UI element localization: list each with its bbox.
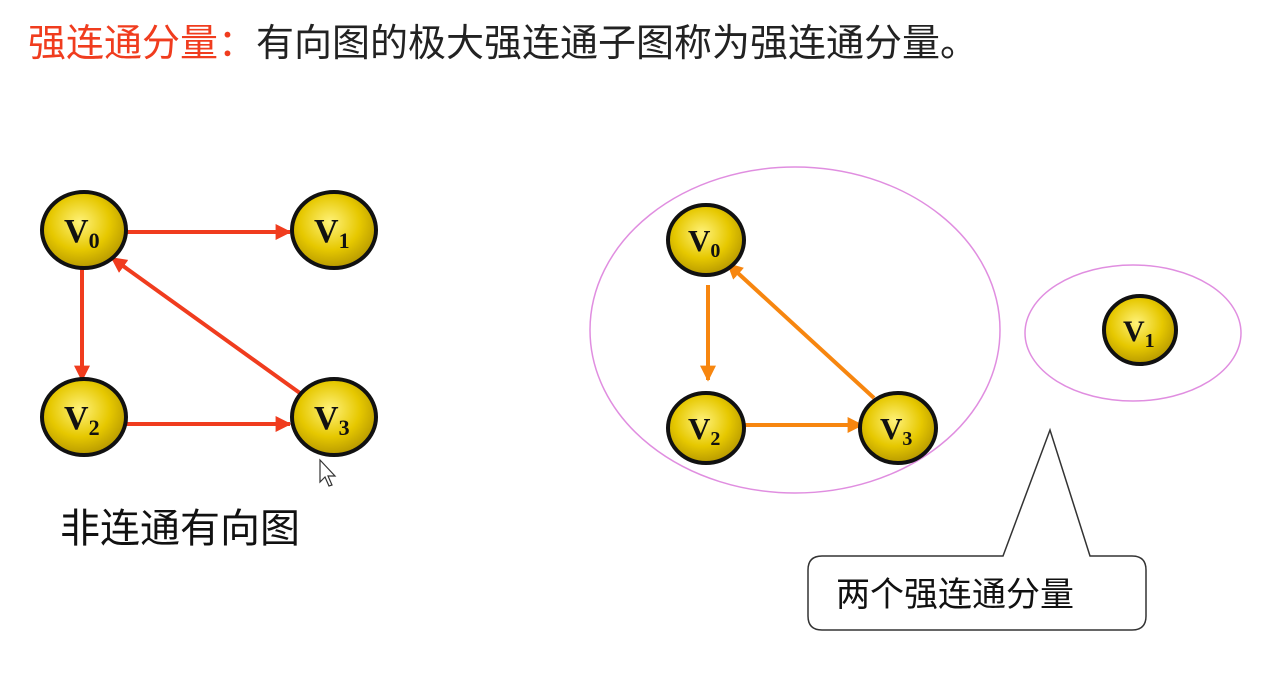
svg-text:V0: V0 bbox=[64, 213, 100, 253]
svg-text:V2: V2 bbox=[688, 411, 720, 450]
left-graph-caption: 非连通有向图 bbox=[60, 506, 300, 552]
title-definition: 有向图的极大强连通子图称为强连通分量。 bbox=[256, 21, 979, 65]
callout: 两个强连通分量 bbox=[807, 427, 1147, 631]
mouse-cursor-icon bbox=[319, 458, 337, 487]
svg-text:V3: V3 bbox=[880, 411, 912, 450]
node-v1-right: V1 bbox=[1102, 294, 1178, 366]
callout-text: 两个强连通分量 bbox=[836, 575, 1074, 615]
component-ellipse-large bbox=[589, 166, 1001, 494]
node-v0-right: V0 bbox=[666, 203, 746, 277]
edge-v3-v0 bbox=[110, 256, 306, 398]
svg-text:V1: V1 bbox=[1123, 315, 1155, 352]
svg-text:V0: V0 bbox=[688, 223, 720, 262]
node-v3-right: V3 bbox=[858, 391, 938, 465]
svg-text:V2: V2 bbox=[64, 400, 100, 440]
edge-v3-v0-right bbox=[726, 262, 876, 400]
node-v2: V2 bbox=[40, 377, 128, 457]
svg-text:V3: V3 bbox=[314, 400, 350, 440]
slide-title: 强连通分量：有向图的极大强连通子图称为强连通分量。 bbox=[28, 12, 978, 67]
node-v3: V3 bbox=[290, 377, 378, 457]
svg-text:V1: V1 bbox=[314, 213, 350, 253]
node-v0: V0 bbox=[40, 190, 128, 270]
node-v2-right: V2 bbox=[666, 391, 746, 465]
title-term: 强连通分量： bbox=[28, 21, 257, 65]
component-ellipse-small bbox=[1024, 264, 1242, 402]
node-v1: V1 bbox=[290, 190, 378, 270]
